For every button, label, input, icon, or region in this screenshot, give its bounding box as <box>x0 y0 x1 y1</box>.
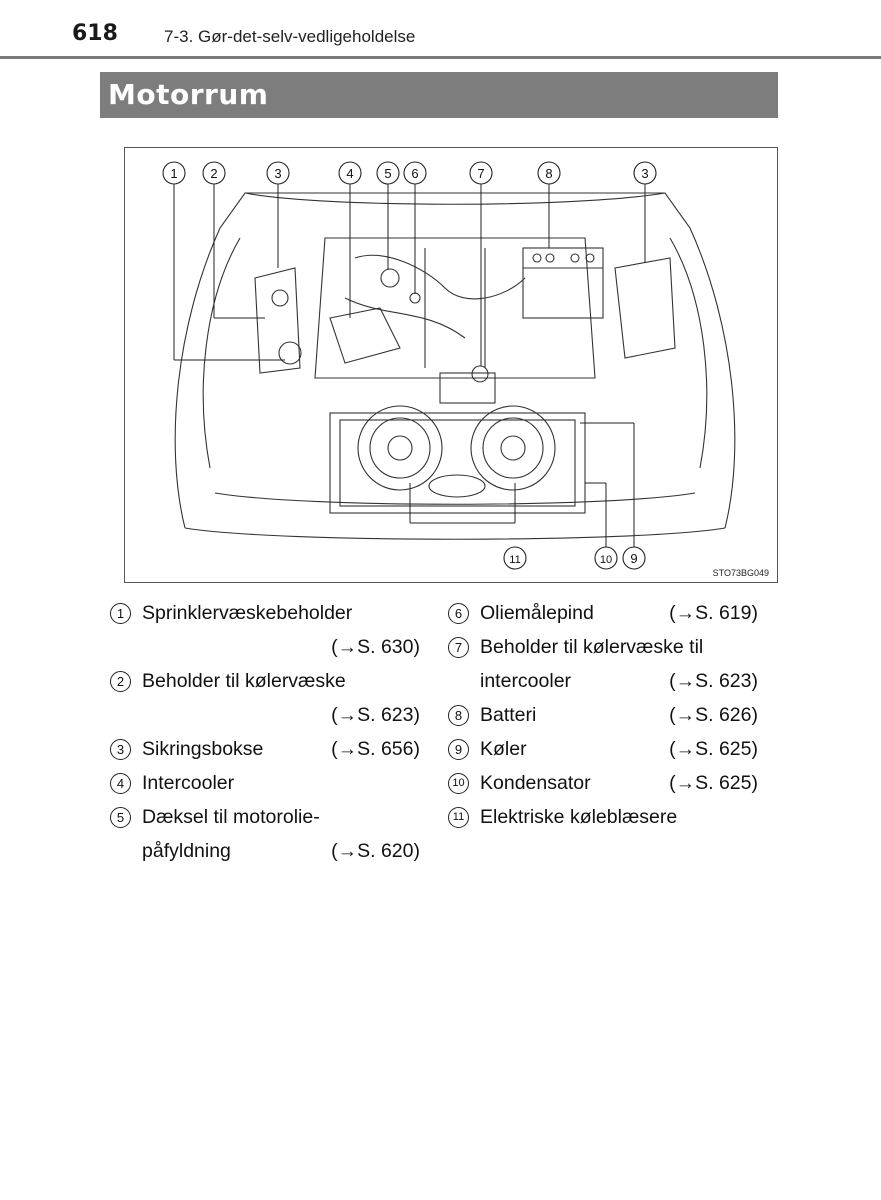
legend-label-cont: intercooler <box>480 670 572 692</box>
figure-code: STO73BG049 <box>712 568 769 578</box>
legend-item: 11 Elektriske køleblæsere <box>448 800 758 834</box>
legend-number: 2 <box>110 671 131 692</box>
section-title: Motorrum <box>108 78 269 111</box>
legend-number: 3 <box>110 739 131 760</box>
callout-8: 8 <box>545 166 552 181</box>
legend-ref: (→S. 619) <box>669 602 758 624</box>
callout-3: 3 <box>274 166 281 181</box>
legend-label: Oliemålepind <box>480 602 594 624</box>
legend-number: 6 <box>448 603 469 624</box>
page-header: 618 7-3. Gør-det-selv-vedligeholdelse <box>0 0 881 60</box>
legend-label: Intercooler <box>142 772 235 794</box>
legend-number: 4 <box>110 773 131 794</box>
legend-label: Køler <box>480 738 527 760</box>
legend-number: 9 <box>448 739 469 760</box>
callout-3b: 3 <box>641 166 648 181</box>
callout-5: 5 <box>384 166 391 181</box>
callout-11: 11 <box>509 554 520 566</box>
callout-4: 4 <box>346 166 353 181</box>
callout-1: 1 <box>170 166 177 181</box>
legend-item: 1 Sprinklervæskebeholder (→S. 630) <box>110 596 420 664</box>
legend-number: 11 <box>448 807 469 828</box>
legend-item: 3 Sikringsbokse (→S. 656) <box>110 732 420 766</box>
legend-label: Elektriske køleblæsere <box>480 806 678 828</box>
section-bar: Motorrum <box>100 72 778 118</box>
chapter-title: 7-3. Gør-det-selv-vedligeholdelse <box>164 27 416 46</box>
engine-illustration: 1 2 3 4 5 6 7 8 3 11 10 9 <box>162 161 736 570</box>
legend-ref: (→S. 656) <box>331 738 420 760</box>
legend-ref: (→S. 626) <box>669 704 758 726</box>
legend-ref: (→S. 625) <box>669 772 758 794</box>
callout-9: 9 <box>630 551 637 566</box>
legend-right: 6 Oliemålepind (→S. 619) 7 Beholder til … <box>448 596 758 834</box>
legend-number: 8 <box>448 705 469 726</box>
legend-label: Kondensator <box>480 772 591 794</box>
legend-item: 4 Intercooler <box>110 766 420 800</box>
page-number: 618 <box>72 21 118 46</box>
engine-compartment-figure: 1 2 3 4 5 6 7 8 3 11 10 9 STO73BG049 <box>124 147 778 583</box>
legend-ref: (→S. 630) <box>331 636 420 658</box>
legend-label: Sikringsbokse <box>142 738 264 760</box>
callout-10: 10 <box>600 554 612 566</box>
callout-6: 6 <box>411 166 418 181</box>
legend-number: 7 <box>448 637 469 658</box>
legend-item: 6 Oliemålepind (→S. 619) <box>448 596 758 630</box>
legend-item: 5 Dæksel til motorolie- påfyldning (→S. … <box>110 800 420 868</box>
legend-item: 8 Batteri (→S. 626) <box>448 698 758 732</box>
legend-label: Batteri <box>480 704 537 726</box>
legend-ref: (→S. 620) <box>331 840 420 862</box>
legend-label: Beholder til kølervæske <box>142 670 346 692</box>
legend-item: 2 Beholder til kølervæske (→S. 623) <box>110 664 420 732</box>
legend-label-cont: påfyldning <box>142 840 231 862</box>
legend-left: 1 Sprinklervæskebeholder (→S. 630) 2 Beh… <box>110 596 420 868</box>
legend-ref: (→S. 623) <box>331 704 420 726</box>
legend-item: 10 Kondensator (→S. 625) <box>448 766 758 800</box>
legend-number: 10 <box>448 773 469 794</box>
legend-label: Sprinklervæskebeholder <box>142 602 353 624</box>
legend-ref: (→S. 623) <box>669 670 758 692</box>
legend-ref: (→S. 625) <box>669 738 758 760</box>
legend-item: 7 Beholder til kølervæske til intercoole… <box>448 630 758 698</box>
header-rule <box>0 56 881 59</box>
legend-label: Beholder til kølervæske til <box>480 636 704 658</box>
legend-number: 5 <box>110 807 131 828</box>
callout-2: 2 <box>210 166 217 181</box>
legend-number: 1 <box>110 603 131 624</box>
callout-7: 7 <box>477 166 484 181</box>
legend-label: Dæksel til motorolie- <box>142 806 320 828</box>
legend-item: 9 Køler (→S. 625) <box>448 732 758 766</box>
